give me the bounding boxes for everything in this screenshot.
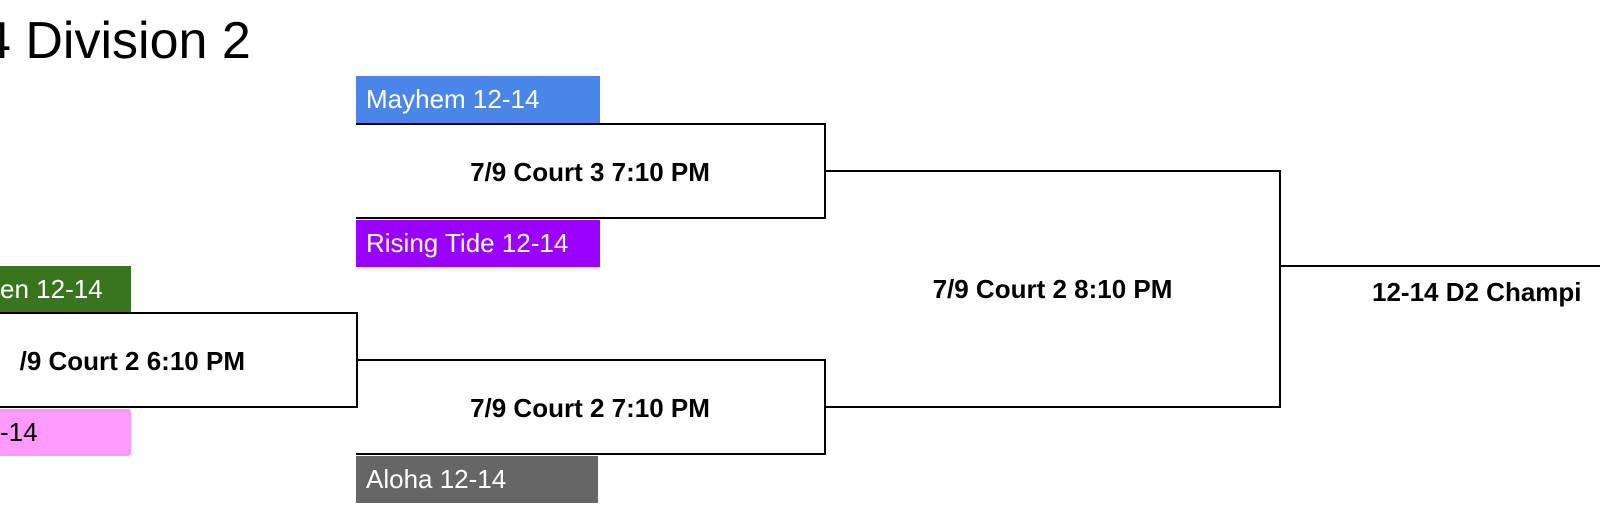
bracket-line xyxy=(0,406,358,408)
bracket-line xyxy=(356,217,826,219)
bracket-line xyxy=(824,359,826,455)
bracket-line xyxy=(356,123,826,125)
champion-label: 12-14 D2 Champi xyxy=(1372,277,1582,307)
team-rising-tide: Rising Tide 12-14 xyxy=(356,220,600,267)
bracket-line xyxy=(356,359,826,361)
bracket-line xyxy=(1279,170,1281,408)
team-mayhem: Mayhem 12-14 xyxy=(356,76,600,123)
game-label-qf-bottom: 7/9 Court 2 7:10 PM xyxy=(470,393,710,423)
game-label-r1: /9 Court 2 6:10 PM xyxy=(19,346,245,376)
team-green: en 12-14 xyxy=(0,266,131,313)
game-label-final: 7/9 Court 2 8:10 PM xyxy=(932,274,1173,304)
team-aloha: Aloha 12-14 xyxy=(356,456,598,503)
bracket-line xyxy=(1281,265,1600,267)
bracket-line xyxy=(826,406,1281,408)
bracket-line xyxy=(824,123,826,219)
game-label-qf-top: 7/9 Court 3 7:10 PM xyxy=(470,157,710,187)
bracket-line xyxy=(356,453,826,455)
bracket-line xyxy=(0,312,358,314)
bracket-title: 4 Division 2 xyxy=(0,12,251,70)
team-pink: -14 xyxy=(0,409,131,456)
bracket-line xyxy=(826,170,1281,172)
